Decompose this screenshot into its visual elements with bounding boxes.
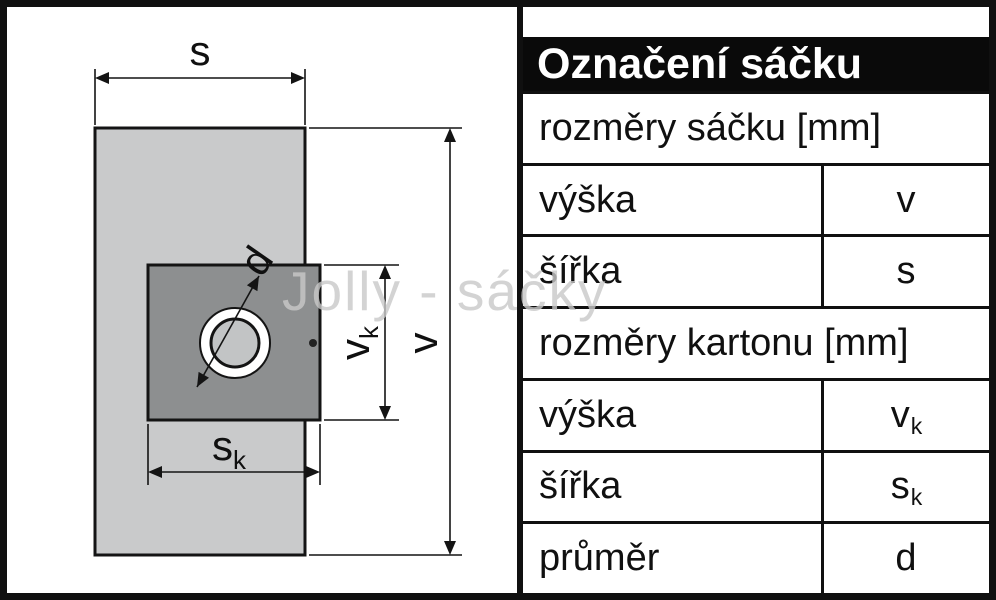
table-section-row: rozměry kartonu [mm] — [523, 306, 989, 378]
row-value: v — [821, 165, 989, 235]
table-title: Označení sáčku — [523, 37, 989, 91]
row-label: průměr — [539, 537, 660, 580]
bag-diagram: s v vk sk d — [7, 7, 517, 593]
table-row: šířka s — [523, 234, 989, 307]
row-label: výška — [539, 393, 637, 436]
d-dim-line — [196, 275, 260, 388]
vk-arrow-bottom — [379, 406, 391, 420]
d-arrow-lower — [197, 371, 209, 387]
v-arrow-bottom — [444, 541, 456, 555]
table-row: průměr d — [523, 521, 989, 593]
row-value: d — [821, 524, 989, 593]
d-arrow-upper — [246, 276, 259, 292]
section-label: rozměry kartonu [mm] — [539, 322, 909, 365]
section-label: rozměry sáčku [mm] — [539, 106, 882, 149]
bag-diagram-svg: s v vk sk d — [93, 27, 462, 557]
vk-arrow-top — [379, 265, 391, 279]
table-section-row: rozměry sáčku [mm] — [523, 91, 989, 163]
row-label: výška — [539, 178, 637, 221]
sk-arrow-right — [306, 466, 320, 478]
table-row: výška v — [523, 162, 989, 235]
sk-arrow-left — [148, 466, 162, 478]
row-label: šířka — [539, 465, 622, 508]
dim-label-s: s — [190, 27, 211, 74]
dim-label-v: v — [399, 333, 446, 354]
dim-label-vk: vk — [331, 325, 384, 360]
v-arrow-top — [444, 128, 456, 142]
hole-circle — [209, 317, 261, 369]
s-arrow-left — [95, 72, 109, 84]
s-arrow-right — [291, 72, 305, 84]
small-hole-dot — [309, 339, 317, 347]
table-top-gap — [523, 7, 989, 37]
dim-label-sk: sk — [212, 422, 247, 475]
panel-divider — [517, 7, 523, 593]
spec-table: Označení sáčku rozměry sáčku [mm] výška … — [523, 7, 989, 593]
row-label: šířka — [539, 250, 622, 293]
row-value: s — [821, 237, 989, 307]
